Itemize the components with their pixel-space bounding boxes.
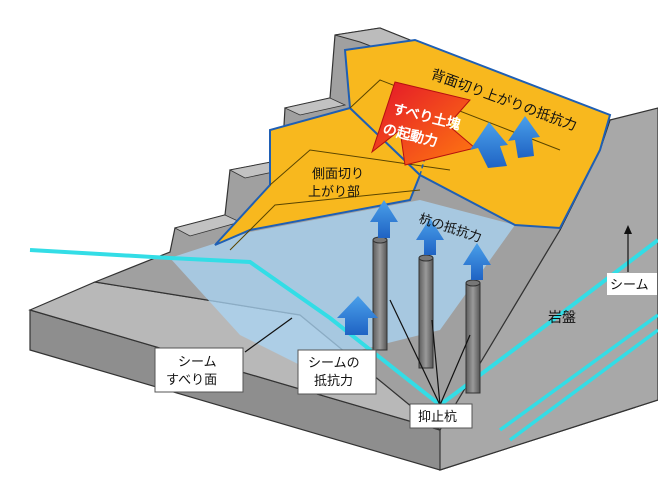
label-seam-slip-2: すべり面 bbox=[166, 373, 217, 388]
label-box-seam-resist bbox=[297, 349, 377, 395]
bench-top-3 bbox=[283, 97, 347, 116]
label-box-seam-slip bbox=[154, 347, 244, 393]
pointer-piles-1 bbox=[389, 299, 441, 406]
slide-mass-step-2 bbox=[269, 149, 451, 186]
label-piles: 抑止杭 bbox=[418, 410, 457, 425]
pile-resist-arrow-3 bbox=[463, 243, 491, 280]
label-seam-resist-2: 抵抗力 bbox=[314, 374, 353, 389]
seam-resist-arrow bbox=[337, 296, 378, 335]
pointer-seam-slip bbox=[244, 317, 293, 353]
seam-line-main bbox=[29, 238, 658, 408]
back-resist-arrow-1 bbox=[470, 122, 508, 168]
pile-3 bbox=[465, 279, 481, 394]
slide-mass-step-1 bbox=[229, 189, 421, 251]
label-bedrock: 岩盤 bbox=[548, 310, 576, 326]
pile-resist-arrow-2 bbox=[416, 218, 444, 255]
pile-2 bbox=[418, 254, 434, 369]
label-side-scarp-2: 上がり部 bbox=[308, 185, 360, 200]
label-seam-resist-1: シームの bbox=[308, 356, 360, 371]
back-resist-arrow-2 bbox=[508, 116, 540, 158]
label-side-scarp-1: 側面切り bbox=[312, 167, 364, 182]
label-seam: シーム bbox=[610, 278, 649, 293]
slide-mass-step-3 bbox=[349, 79, 561, 151]
pointer-piles-2 bbox=[431, 319, 441, 406]
label-box-piles bbox=[409, 403, 473, 429]
seam-line-right-2 bbox=[508, 328, 658, 442]
pile-1 bbox=[372, 236, 388, 351]
pointer-piles-3 bbox=[439, 334, 471, 406]
pointer-seam-head bbox=[624, 225, 632, 234]
seam-line-right-1 bbox=[498, 313, 658, 432]
label-seam-slip-1: シーム bbox=[178, 355, 217, 370]
slide-force-arrow bbox=[371, 81, 477, 166]
label-box-seam bbox=[607, 273, 657, 295]
pile-resist-arrow-1 bbox=[370, 200, 398, 238]
